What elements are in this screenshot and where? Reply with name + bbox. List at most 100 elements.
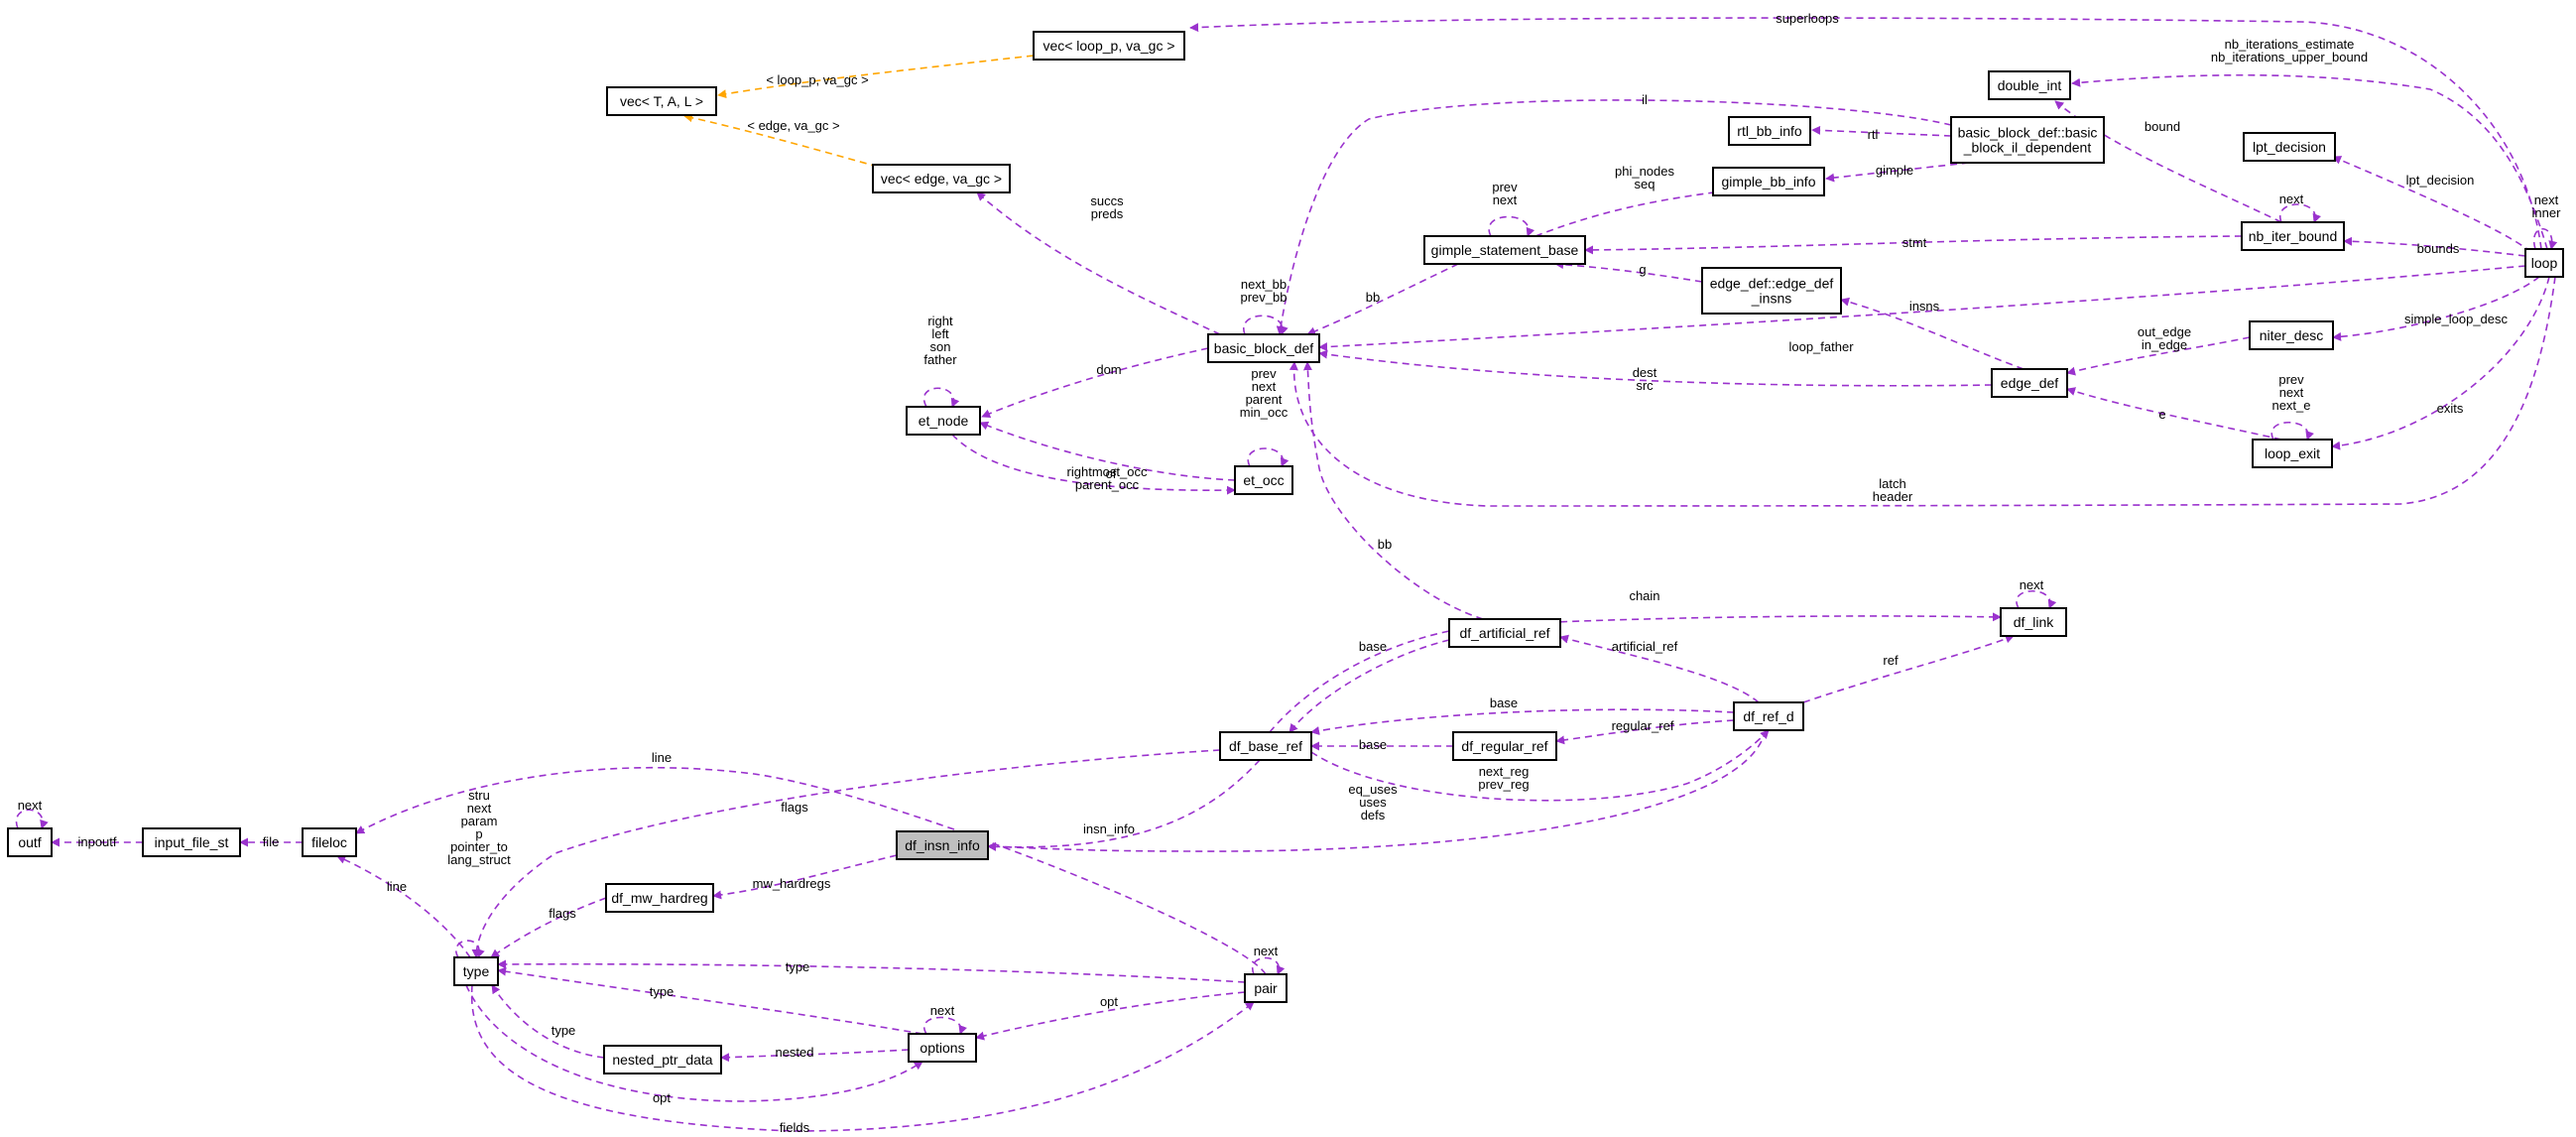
edge-label: base	[1490, 695, 1518, 710]
node-df-base-ref[interactable]: df_base_ref	[1219, 731, 1312, 761]
node-box[interactable]	[1219, 731, 1312, 761]
node-box[interactable]	[896, 830, 989, 860]
node-box[interactable]	[1991, 368, 2068, 398]
node-box[interactable]	[142, 827, 241, 857]
node-edge-def[interactable]: edge_def	[1991, 368, 2068, 398]
edge-line	[2532, 227, 2558, 250]
node-box[interactable]	[906, 406, 981, 436]
edge-line	[1269, 612, 2002, 733]
edge-niter-loop: simple_loop_desc	[2332, 276, 2540, 341]
node-bb-il-dep[interactable]: basic_block_def::basic_block_il_dependen…	[1950, 116, 2105, 164]
edge-line	[987, 759, 1261, 851]
edge-line	[981, 347, 1209, 419]
node-fileloc[interactable]: fileloc	[302, 827, 357, 857]
node-gimple-stmt-base[interactable]: gimple_statement_base	[1423, 235, 1586, 265]
node-box[interactable]	[2524, 248, 2564, 278]
node-vec-loop[interactable]: vec< loop_p, va_gc >	[1033, 31, 1185, 61]
edge-line	[465, 984, 923, 1102]
edge-label: next	[467, 801, 492, 816]
edge-label: next	[18, 798, 43, 813]
edge-line	[1534, 187, 1730, 237]
edge-nested-options: nested	[720, 1045, 910, 1063]
node-layer: vec< loop_p, va_gc > vec< T, A, L > vec< e…	[7, 31, 2564, 1074]
edge-loopexit-loop: exits	[2331, 276, 2550, 450]
edge-label: prev_reg	[1478, 777, 1529, 792]
edge-edgeinsns-edgedef: insns	[1840, 297, 2024, 370]
node-box[interactable]	[1207, 333, 1320, 363]
edge-line	[15, 809, 49, 829]
node-outf[interactable]: outf	[7, 827, 53, 857]
node-et-occ[interactable]: et_occ	[1234, 465, 1293, 495]
node-box[interactable]	[1701, 267, 1842, 315]
node-box[interactable]	[908, 1033, 977, 1063]
edge-rtlbb-bbil: rtl	[1811, 125, 1952, 142]
node-lpt-decision[interactable]: lpt_decision	[2243, 132, 2336, 162]
node-loop[interactable]: loop	[2524, 248, 2564, 278]
node-type[interactable]: type	[453, 956, 499, 986]
node-box[interactable]	[1448, 618, 1561, 648]
node-box[interactable]	[1244, 973, 1288, 1003]
node-box[interactable]	[1423, 235, 1586, 265]
node-box[interactable]	[1733, 701, 1804, 731]
node-box[interactable]	[1452, 731, 1557, 761]
node-box[interactable]	[302, 827, 357, 857]
node-box[interactable]	[7, 827, 53, 857]
node-box[interactable]	[605, 883, 714, 913]
node-nested-ptr-data[interactable]: nested_ptr_data	[603, 1045, 722, 1074]
node-vec-edge[interactable]: vec< edge, va_gc >	[872, 164, 1011, 193]
node-gimple-bb-info[interactable]: gimple_bb_info	[1712, 167, 1825, 196]
edge-label: line	[652, 750, 672, 765]
node-box[interactable]	[872, 164, 1011, 193]
node-label: df_regular_ref	[1461, 738, 1547, 754]
edge-line	[2331, 276, 2550, 450]
edge-line	[975, 991, 1246, 1041]
edge-line	[1243, 315, 1288, 335]
edge-fileloc-type: line	[336, 855, 471, 958]
edge-label: parent_occ	[1075, 477, 1140, 492]
node-double-int[interactable]: double_int	[1988, 70, 2071, 100]
node-df-insn-info[interactable]: df_insn_info	[896, 830, 989, 860]
node-box[interactable]	[453, 956, 499, 986]
node-niter-desc[interactable]: niter_desc	[2249, 320, 2334, 350]
node-df-regular-ref[interactable]: df_regular_ref	[1452, 731, 1557, 761]
node-box[interactable]	[2000, 607, 2067, 637]
node-box[interactable]	[603, 1045, 722, 1074]
node-df-artificial-ref[interactable]: df_artificial_ref	[1448, 618, 1561, 648]
node-box[interactable]	[1712, 167, 1825, 196]
node-rtl-bb-info[interactable]: rtl_bb_info	[1728, 116, 1811, 146]
node-et-node[interactable]: et_node	[906, 406, 981, 436]
node-box[interactable]	[2243, 132, 2336, 162]
edge-type-options: type	[497, 966, 923, 1035]
node-box[interactable]	[2252, 439, 2333, 468]
edge-label: type	[552, 1023, 576, 1038]
node-box[interactable]	[2241, 221, 2345, 251]
node-box[interactable]	[606, 86, 717, 116]
node-df-mw-hardreg[interactable]: df_mw_hardreg	[605, 883, 714, 913]
edge-label: left	[931, 326, 949, 341]
edge-outf-self: next	[15, 798, 49, 829]
node-df-link[interactable]: df_link	[2000, 607, 2067, 637]
node-edge-def-insns[interactable]: edge_def::edge_def_insns	[1701, 267, 1842, 315]
node-df-ref-d[interactable]: df_ref_d	[1733, 701, 1804, 731]
node-basic-block-def[interactable]: basic_block_def	[1207, 333, 1320, 363]
node-box[interactable]	[1033, 31, 1185, 61]
node-box[interactable]	[2249, 320, 2334, 350]
node-box[interactable]	[1988, 70, 2071, 100]
edge-label: father	[923, 352, 957, 367]
node-box[interactable]	[1728, 116, 1811, 146]
node-loop-exit[interactable]: loop_exit	[2252, 439, 2333, 468]
node-label: _block_il_dependent	[1963, 140, 2092, 156]
node-pair[interactable]: pair	[1244, 973, 1288, 1003]
edge-label: out_edge	[2138, 324, 2191, 339]
node-label: pair	[1254, 980, 1278, 996]
node-box[interactable]	[1234, 465, 1293, 495]
node-nb-iter-bound[interactable]: nb_iter_bound	[2241, 221, 2345, 251]
edge-label: regular_ref	[1612, 718, 1674, 733]
edge-line	[1306, 263, 1459, 336]
node-box[interactable]	[1950, 116, 2105, 164]
node-vec-tal[interactable]: vec< T, A, L >	[606, 86, 717, 116]
node-input-file-st[interactable]: input_file_st	[142, 827, 241, 857]
node-options[interactable]: options	[908, 1033, 977, 1063]
